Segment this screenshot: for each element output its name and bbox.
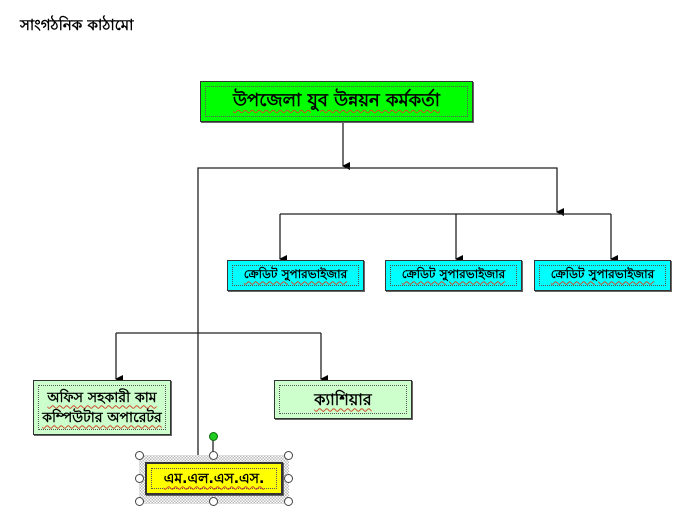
rotation-handle[interactable] (209, 432, 218, 441)
connector (197, 167, 564, 457)
resize-handle[interactable] (284, 474, 293, 483)
node-upazila-youth-officer[interactable]: উপজেলা যুব উন্নয়ন কর্মকর্তা (200, 81, 473, 122)
node-label-line2: কম্পিউটার অপারেটর (42, 409, 162, 426)
resize-handle[interactable] (135, 497, 144, 506)
node-credit-supervisor-3[interactable]: ক্রেডিট সুপারভাইজার (534, 260, 671, 291)
node-mlss-selected[interactable]: এম.এল.এস.এস. (145, 462, 283, 495)
node-label: ক্রেডিট সুপারভাইজার (550, 266, 655, 281)
node-label: উপজেলা যুব উন্নয়ন কর্মকর্তা (233, 90, 440, 111)
node-credit-supervisor-2[interactable]: ক্রেডিট সুপারভাইজার (385, 260, 522, 291)
resize-handle[interactable] (135, 474, 144, 483)
page-title: সাংগঠনিক কাঠামো (20, 16, 134, 34)
node-label-line1: অফিস সহকারী কাম (47, 389, 157, 406)
resize-handle[interactable] (135, 451, 144, 460)
resize-handle[interactable] (284, 497, 293, 506)
resize-handle[interactable] (209, 451, 218, 460)
node-label: ক্যাশিয়ার (314, 389, 372, 409)
node-label: ক্রেডিট সুপারভাইজার (243, 266, 348, 281)
resize-handle[interactable] (209, 497, 218, 506)
node-credit-supervisor-1[interactable]: ক্রেডিট সুপারভাইজার (227, 260, 364, 291)
node-office-assistant[interactable]: অফিস সহকারী কাম কম্পিউটার অপারেটর (33, 380, 171, 435)
node-label: এম.এল.এস.এস. (163, 470, 265, 487)
resize-handle[interactable] (284, 451, 293, 460)
node-cashier[interactable]: ক্যাশিয়ার (274, 380, 412, 419)
node-label: ক্রেডিট সুপারভাইজার (401, 266, 506, 281)
